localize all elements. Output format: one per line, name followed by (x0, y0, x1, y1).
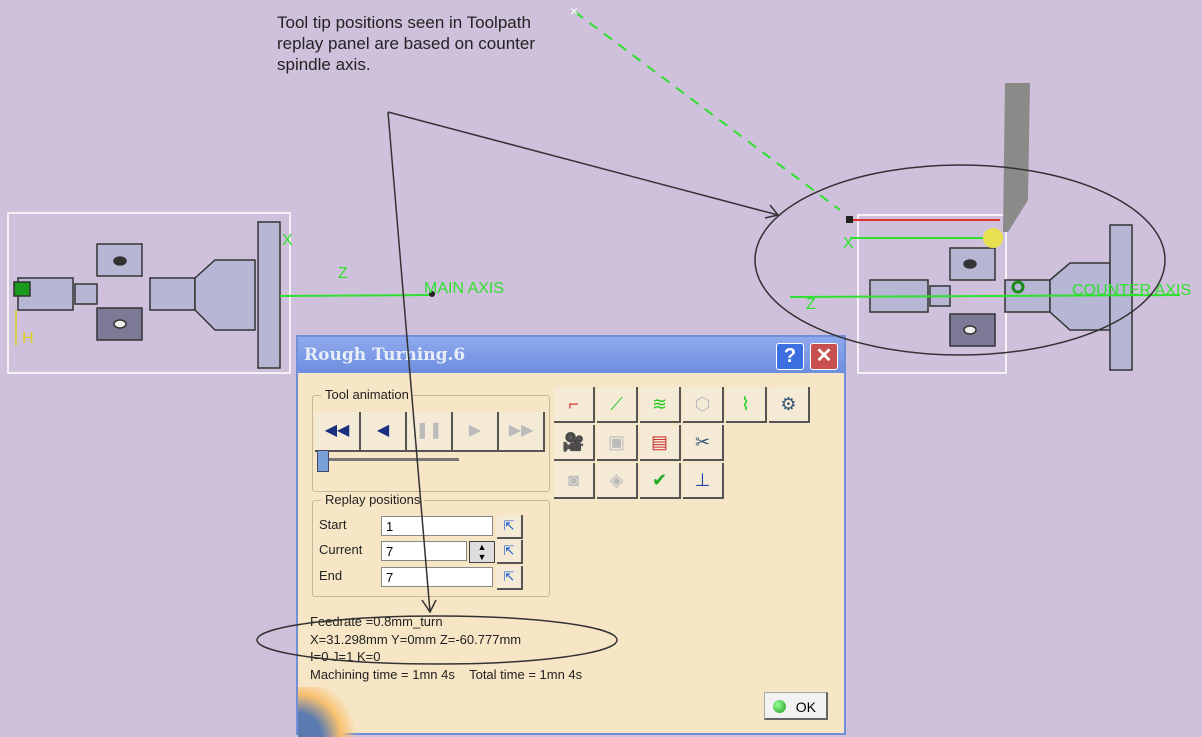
ok-button[interactable]: OK (764, 692, 828, 720)
cutting-tool (1003, 83, 1030, 232)
camera-icon[interactable]: ◙ (554, 463, 595, 499)
start-picker-button[interactable]: ⇱ (497, 515, 523, 539)
start-label: Start (319, 517, 347, 532)
animation-slider-thumb[interactable] (317, 450, 329, 472)
catia-logo-decoration (298, 687, 358, 737)
analysis-icon[interactable]: ◈ (597, 463, 638, 499)
ok-green-icon (773, 700, 786, 713)
fast-forward-button[interactable]: ▶▶ (499, 412, 545, 452)
svg-text:×: × (570, 3, 578, 19)
end-picker-button[interactable]: ⇱ (497, 566, 523, 590)
rewind-button[interactable]: ◀◀ (315, 412, 361, 452)
point-display-icon[interactable]: ⟋ (597, 387, 638, 423)
video-icon[interactable]: 🎥 (554, 425, 595, 461)
vector-text: I=0 J=1 K=0 (310, 649, 381, 664)
main-axis-line (279, 294, 431, 297)
time-text: Machining time = 1mn 4s Total time = 1mn… (310, 667, 583, 682)
main-axis-label: MAIN AXIS (424, 280, 505, 297)
h-axis-label: H (22, 330, 34, 347)
replay-positions-group: Replay positions Start 1 ⇱ Current 7 ▲▼ … (312, 492, 550, 597)
counter-z-label: Z (806, 296, 816, 313)
tool-animation-label: Tool animation (321, 387, 413, 402)
current-picker-button[interactable]: ⇱ (497, 540, 523, 564)
end-label: End (319, 568, 343, 583)
x-axis-label: X (282, 232, 293, 249)
all-paths-icon[interactable]: ≋ (640, 387, 681, 423)
photo-mode-icon[interactable]: ▣ (597, 425, 638, 461)
step-back-button[interactable]: ◀ (361, 412, 407, 452)
animation-slider-track[interactable] (319, 458, 459, 461)
plunge-display-icon[interactable]: ⌇ (726, 387, 767, 423)
report-icon[interactable]: ▤ (640, 425, 681, 461)
current-label: Current (319, 542, 363, 557)
current-spinner[interactable]: ▲▼ (469, 541, 495, 563)
collision-check-icon[interactable]: ✂ (683, 425, 724, 461)
end-input[interactable]: 7 (381, 567, 493, 587)
tool-path-display-icon[interactable]: ⌐ (554, 387, 595, 423)
z-axis-label: Z (338, 265, 348, 282)
counter-x-label: X (843, 235, 854, 252)
counter-axis-label: COUNTER AXIS (1072, 282, 1192, 299)
replay-positions-label: Replay positions (321, 492, 425, 507)
position-text: X=31.298mm Y=0mm Z=-60.777mm (310, 632, 522, 647)
tool-tip-marker (983, 228, 1003, 248)
dialog-title-bar[interactable]: Rough Turning.6 (298, 337, 844, 373)
close-button[interactable]: ✕ (810, 343, 838, 370)
ok-label: OK (795, 699, 816, 715)
fixture-icon[interactable]: ⊥ (683, 463, 724, 499)
tool-animation-group: Tool animation ◀◀ ◀ ❚❚ ▶ ▶▶ (312, 387, 550, 492)
help-button[interactable]: ? (776, 343, 804, 370)
play-button[interactable]: ▶ (453, 412, 499, 452)
annotation-note: Tool tip positions seen in Toolpath repl… (277, 13, 536, 74)
feedrate-text: Feedrate =0.8mm_turn (310, 614, 443, 629)
validate-icon[interactable]: ✔ (640, 463, 681, 499)
current-input[interactable]: 7 (381, 541, 467, 561)
main-spindle-part (7, 212, 291, 374)
material-removal-icon[interactable]: ⬡ (683, 387, 724, 423)
dashed-approach-line (574, 11, 841, 211)
start-input[interactable]: 1 (381, 516, 493, 536)
dialog-title: Rough Turning.6 (304, 345, 466, 365)
rough-turning-dialog: Rough Turning.6 ? ✕ Tool animation ◀◀ ◀ … (296, 335, 846, 737)
pause-button[interactable]: ❚❚ (407, 412, 453, 452)
tool-display-icon[interactable]: ⚙ (769, 387, 810, 423)
